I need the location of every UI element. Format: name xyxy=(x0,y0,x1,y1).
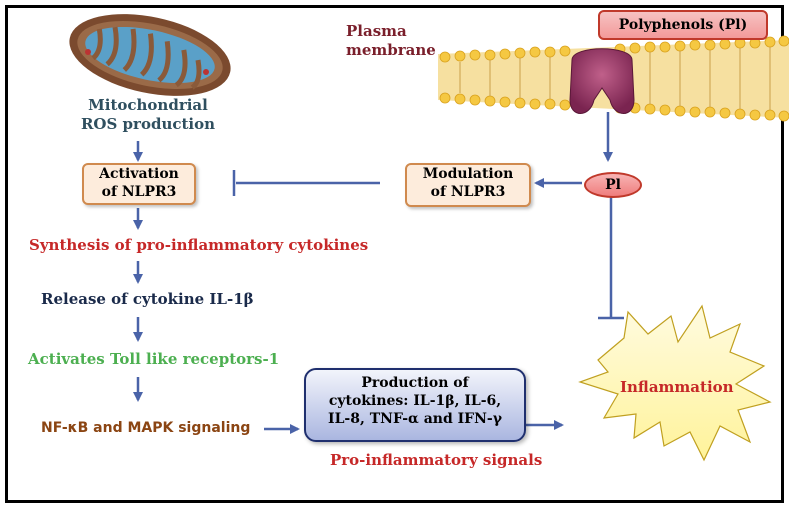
activation-nlpr3-box: Activation of NLPR3 xyxy=(82,163,196,205)
inflammation-label: Inflammation xyxy=(620,378,734,396)
pro-signals-label: Pro-inflammatory signals xyxy=(330,451,543,469)
activation-line2: of NLPR3 xyxy=(101,184,177,200)
activation-line1: Activation xyxy=(99,166,179,182)
toll-label: Activates Toll like receptors-1 xyxy=(28,350,280,368)
pi-oval: Pl xyxy=(584,172,642,198)
production-line3: IL-8, TNF-α and IFN-γ xyxy=(328,411,502,427)
modulation-line1: Modulation xyxy=(422,166,514,182)
pi-label: Pl xyxy=(605,177,621,193)
mito-ros-line1: Mitochondrial xyxy=(88,96,208,114)
plasma-line2: membrane xyxy=(346,41,436,59)
mitochondrion-illustration xyxy=(69,14,231,96)
mito-ros-line2: ROS production xyxy=(80,115,216,133)
cytokine-production-box: Production of cytokines: IL-1β, IL-6, IL… xyxy=(304,368,526,442)
polyphenols-label: Polyphenols (Pl) xyxy=(618,17,748,33)
production-line1: Production of xyxy=(361,375,469,391)
synthesis-label: Synthesis of pro-inflammatory cytokines xyxy=(29,236,369,254)
mito-ros-label: Mitochondrial ROS production xyxy=(68,96,228,134)
inflammation-starburst xyxy=(578,304,772,462)
release-label: Release of cytokine IL-1β xyxy=(41,290,254,308)
plasma-line1: Plasma xyxy=(346,22,407,40)
nfkb-label: NF-κB and MAPK signaling xyxy=(41,420,251,436)
polyphenols-box: Polyphenols (Pl) xyxy=(598,10,768,40)
production-line2: cytokines: IL-1β, IL-6, xyxy=(328,393,502,409)
plasma-membrane-label: Plasma membrane xyxy=(346,22,436,60)
modulation-nlpr3-box: Modulation of NLPR3 xyxy=(405,163,531,207)
membrane-illustration xyxy=(438,35,789,122)
modulation-line2: of NLPR3 xyxy=(430,184,506,200)
